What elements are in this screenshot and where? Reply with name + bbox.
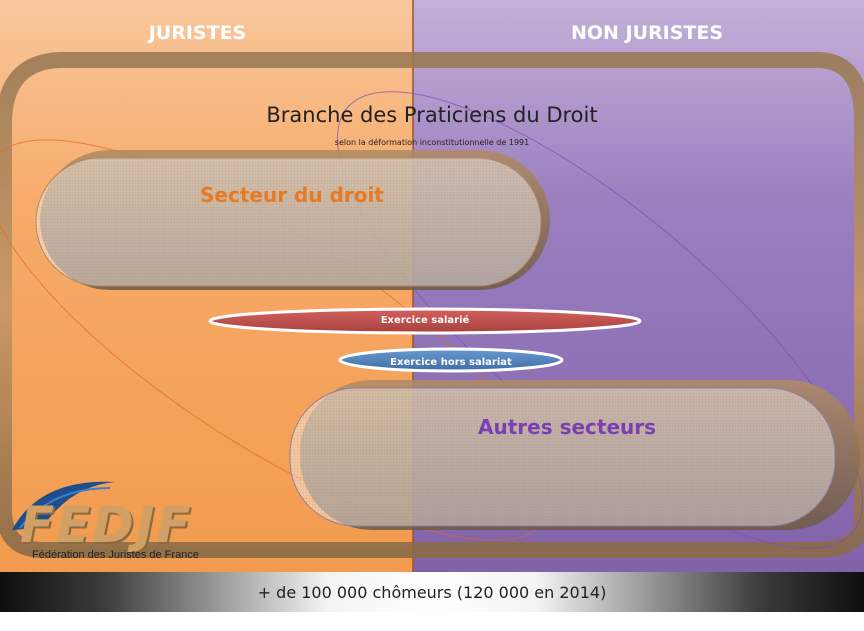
salaried-practice-label: Exercice salarié (380, 315, 470, 326)
unemployment-caption: + de 100 000 chômeurs (120 000 en 2014) (257, 583, 607, 602)
other-sectors-label: Autres secteurs (478, 415, 657, 439)
juristes-column-title: JURISTES (148, 22, 247, 44)
footer-bar (0, 572, 864, 612)
fedjf-logo: FEDJF (20, 496, 193, 554)
logo-subtitle: Fédération des Juristes de France (32, 549, 199, 561)
law-sector-label: Secteur du droit (200, 183, 384, 207)
branch-title: Branche des Praticiens du Droit (266, 103, 598, 127)
branch-subtitle: selon la déformation inconstitutionnelle… (334, 138, 530, 147)
non-salaried-practice-label: Exercice hors salariat (390, 357, 512, 368)
non-juristes-column-title: NON JURISTES (570, 22, 724, 44)
